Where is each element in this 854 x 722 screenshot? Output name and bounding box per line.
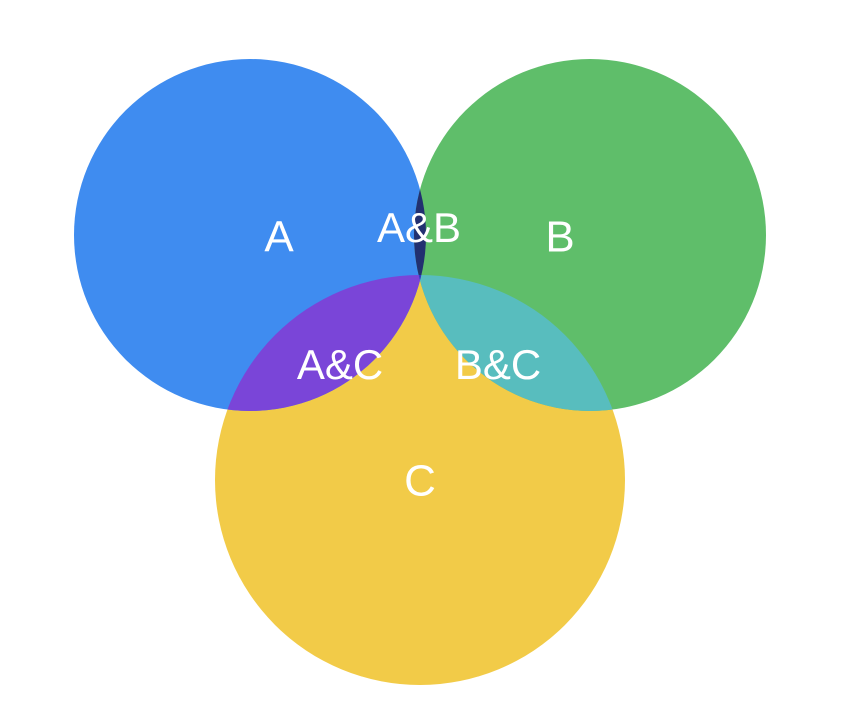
label-a-and-c: A&C — [297, 341, 383, 388]
label-b: B — [545, 213, 574, 262]
region-a-and-c — [215, 275, 426, 411]
region-b-and-c — [414, 275, 625, 411]
label-b-and-c: B&C — [455, 341, 541, 388]
label-a: A — [264, 213, 294, 262]
label-a-and-b: A&B — [377, 204, 461, 251]
label-c: C — [404, 457, 436, 506]
